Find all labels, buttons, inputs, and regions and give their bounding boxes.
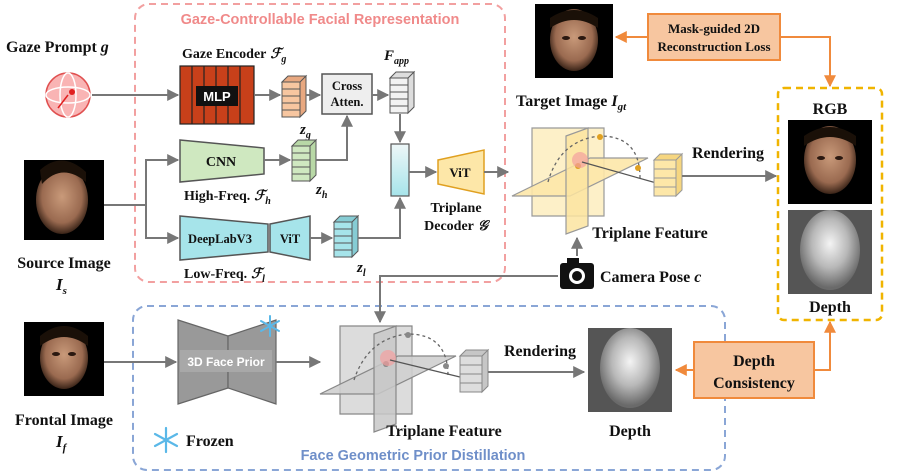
frontal-image-symbol: If	[55, 432, 68, 454]
rendering-top-label: Rendering	[692, 145, 764, 162]
zg-token	[280, 74, 308, 119]
frozen-legend-icon	[153, 426, 179, 454]
cnn-block: CNN	[179, 139, 265, 183]
arrow-camera-to-bottom-triplane	[374, 275, 558, 324]
arrow-source-to-cnn	[145, 154, 180, 205]
arrow-zh-to-cross	[316, 114, 353, 161]
depth-bottom-label: Depth	[609, 423, 651, 440]
svg-text:Reconstruction Loss: Reconstruction Loss	[657, 39, 770, 54]
snowflake-icon	[260, 315, 280, 337]
svg-text:Atten.: Atten.	[331, 95, 364, 109]
gcfr-title: Gaze-Controllable Facial Representation	[181, 12, 460, 28]
triplane-feature-top-label: Triplane Feature	[592, 225, 707, 242]
deeplab-block: DeepLabV3	[179, 215, 269, 261]
rgb-output-image	[788, 120, 872, 204]
low-freq-label: Low-Freq.ℱl	[184, 267, 265, 285]
svg-text:DeepLabV3: DeepLabV3	[188, 232, 252, 246]
gaze-sphere-icon	[45, 72, 91, 118]
zl-token	[332, 214, 360, 259]
depth-output-image	[788, 210, 872, 294]
cross-attention-block: Cross Atten.	[321, 73, 373, 115]
concat-feature-bar	[390, 143, 410, 197]
fapp-label: Fapp	[383, 48, 409, 67]
depth-right-label: Depth	[809, 299, 851, 316]
svg-text:ViT: ViT	[280, 232, 301, 246]
ray-samples-top	[652, 152, 684, 198]
frontal-image-label: Frontal Image	[15, 412, 113, 429]
triplane-feature-bottom	[319, 325, 465, 433]
zg-label: zg	[299, 122, 311, 141]
source-image-label: Source Image	[17, 255, 110, 272]
svg-text:3D Face Prior: 3D Face Prior	[187, 355, 265, 369]
arrow-source-to-deeplab	[145, 205, 180, 244]
svg-text:CNN: CNN	[206, 155, 236, 170]
arrow-consistency-to-right-depth	[814, 320, 836, 371]
zh-label: zh	[315, 182, 328, 201]
mlp-block: MLP	[179, 65, 255, 125]
ray-samples-bottom	[458, 348, 490, 394]
fapp-token	[388, 70, 416, 115]
svg-text:MLP: MLP	[203, 89, 231, 104]
source-image	[24, 160, 104, 240]
svg-text:Depth: Depth	[733, 353, 775, 370]
gcfr-region	[134, 3, 506, 283]
triplane-feature-bottom-label: Triplane Feature	[386, 423, 501, 440]
camera-icon	[560, 258, 594, 289]
high-freq-label: High-Freq.ℱh	[184, 189, 271, 207]
frozen-label: Frozen	[186, 433, 234, 450]
vit-small-block: ViT	[269, 215, 311, 261]
target-image	[535, 4, 613, 78]
rgb-label: RGB	[813, 101, 848, 118]
zh-token	[290, 138, 318, 183]
arrow-loss-to-rgb	[780, 36, 836, 88]
triplane-decoder-vit: ViT	[437, 149, 485, 195]
fgpd-title: Face Geometric Prior Distillation	[301, 448, 526, 464]
triplane-decoder-label-1: Triplane	[430, 201, 481, 216]
svg-text:ViT: ViT	[449, 165, 471, 180]
triplane-feature-top	[511, 127, 661, 235]
zl-label: zl	[356, 260, 366, 279]
svg-text:Cross: Cross	[332, 79, 362, 93]
frontal-image	[24, 322, 104, 396]
depth-consistency-box: Depth Consistency	[693, 341, 815, 399]
mask-loss-box: Mask-guided 2D Reconstruction Loss	[647, 13, 781, 61]
depth-bottom-image	[588, 328, 672, 412]
source-image-symbol: Is	[55, 275, 67, 297]
rendering-bottom-label: Rendering	[504, 343, 576, 360]
output-region	[776, 86, 884, 322]
svg-text:Consistency: Consistency	[713, 375, 795, 392]
arrow-zl-to-map	[358, 196, 406, 239]
svg-text:Mask-guided 2D: Mask-guided 2D	[668, 21, 760, 36]
face-prior-block: 3D Face Prior	[177, 319, 277, 405]
